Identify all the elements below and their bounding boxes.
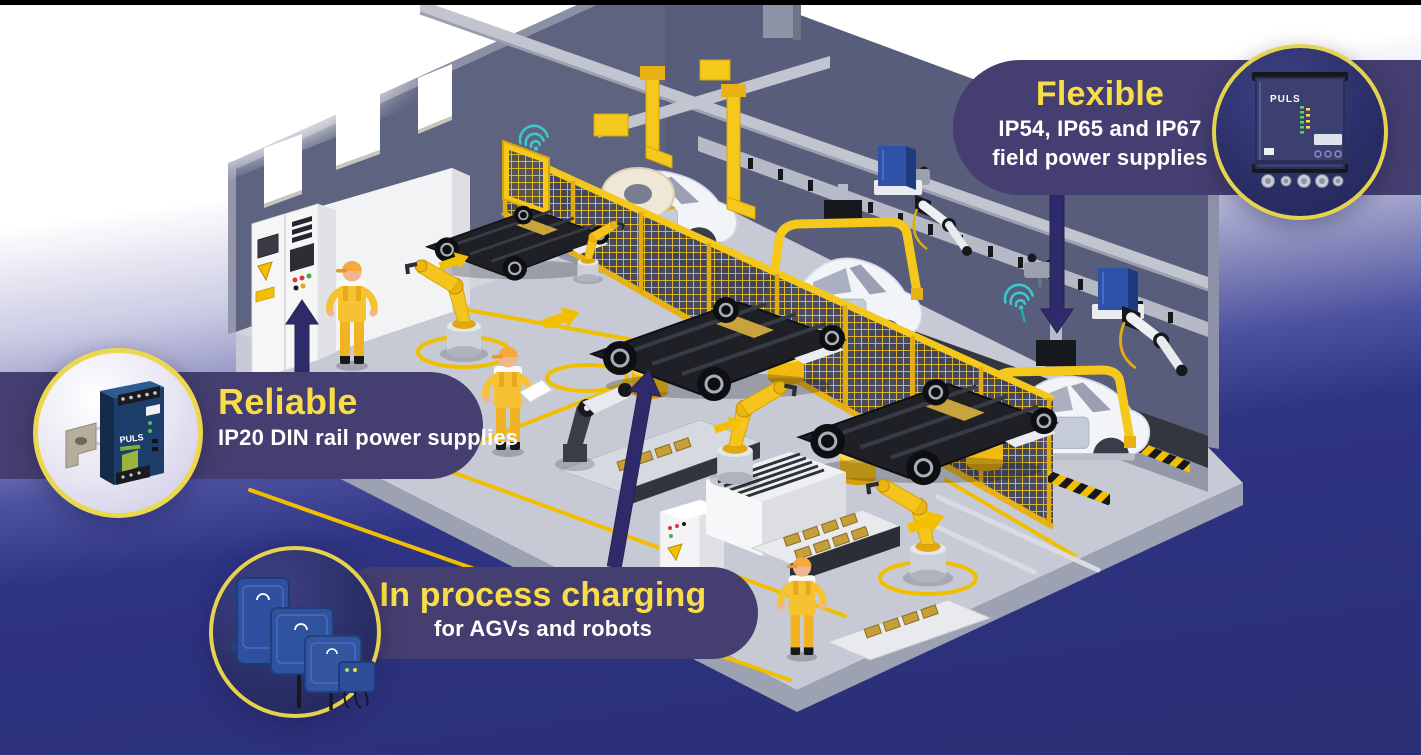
cabinet-label — [255, 286, 275, 303]
window — [264, 134, 302, 204]
callout-reliable-title: Reliable — [218, 381, 358, 422]
window — [418, 64, 452, 130]
field-power-box — [1092, 268, 1144, 319]
battery-tray — [826, 599, 992, 661]
field-power-box — [874, 146, 922, 195]
product-brand-label: PULS — [1270, 94, 1301, 105]
edge-fade — [153, 26, 417, 164]
product-circle-din-rail-power-supply: PULS — [33, 348, 203, 518]
warning-triangle — [667, 543, 683, 562]
gantry-post — [640, 66, 673, 169]
gantry-slider — [593, 113, 629, 137]
callout-flexible: Flexible IP54, IP65 and IP67 field power… — [965, 74, 1235, 172]
right-wall-cut-edge — [1208, 166, 1219, 449]
callout-flexible-subtitle-1: IP54, IP65 and IP67 — [998, 116, 1202, 141]
wireless-charging-system-icon — [231, 577, 376, 710]
callout-flexible-title: Flexible — [1035, 75, 1165, 113]
cabinet-screen — [257, 233, 279, 259]
rail-beam — [420, 0, 1208, 291]
callout-reliable: Reliable IP20 DIN rail power supplies — [218, 382, 518, 451]
callout-reliable-subtitle: IP20 DIN rail power supplies — [218, 425, 519, 450]
rail-beam-edge — [419, 11, 1209, 292]
battery-conveyor — [750, 509, 902, 584]
floor-light-lines — [917, 494, 1101, 575]
top-letterbox-bar — [0, 0, 1421, 5]
roof-column-side — [793, 0, 801, 40]
gantry-carrier — [765, 184, 923, 304]
gantry-post — [721, 84, 756, 220]
gantry-slider — [699, 59, 731, 81]
floor-marker-ring — [545, 363, 629, 393]
fiepos-field-power-supply-icon: PULS — [1252, 72, 1348, 188]
clipboard-sheet — [519, 379, 553, 403]
roof-column — [763, 0, 793, 38]
robot-arm-dark — [555, 383, 632, 471]
callout-charging: In process charging for AGVs and robots — [343, 576, 743, 642]
cabinet-panel — [290, 243, 314, 272]
window-sill — [264, 190, 302, 208]
callout-band-charging — [330, 567, 758, 659]
window-sill — [336, 150, 380, 170]
edge-fade — [703, 0, 1177, 75]
product-brand-label: PULS — [119, 432, 144, 445]
window-sill — [418, 116, 452, 134]
callout-charging-subtitle: for AGVs and robots — [433, 616, 653, 641]
hazard-stripe-strip — [1048, 470, 1110, 506]
pointer-arrow-charging — [606, 369, 662, 569]
vented-machine — [706, 452, 846, 556]
callout-flexible-subtitle-2: field power supplies — [992, 145, 1208, 170]
din-rail-power-supply-icon: PULS — [65, 381, 164, 485]
product-circle-wireless-charging — [209, 546, 381, 718]
fence-gate-mesh — [509, 150, 543, 208]
warning-triangle — [257, 261, 273, 282]
product-circle-fiepos: PULS — [1212, 44, 1388, 220]
wifi-icon — [1000, 280, 1037, 323]
left-wall-cut-edge — [228, 160, 236, 334]
callout-charging-title: In process charging — [379, 576, 707, 614]
